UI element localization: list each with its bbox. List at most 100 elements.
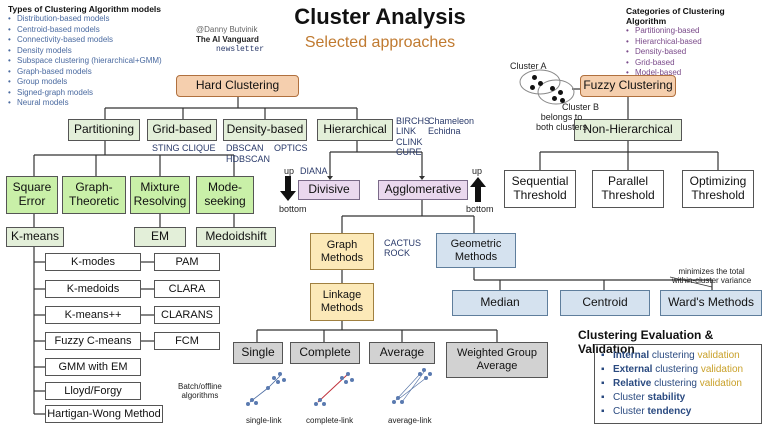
cluster-point xyxy=(530,85,535,90)
bottom-label-left: bottom xyxy=(279,204,307,214)
complete-link-label: complete-link xyxy=(306,416,354,425)
up-label-right: up xyxy=(472,166,483,176)
page-title: Cluster Analysis xyxy=(294,4,466,29)
up-label-left: up xyxy=(284,166,295,176)
single-link-illustration xyxy=(246,372,286,406)
bottom-label-right: bottom xyxy=(466,204,494,214)
sting-clique-label: STING CLIQUE xyxy=(152,143,216,153)
kmeans-variant-right: CLARANS xyxy=(154,306,220,324)
batch-offline-label: Batch/offline algorithms xyxy=(178,382,222,401)
evaluation-item: ▪Relative clustering validation xyxy=(601,378,742,389)
kmeans-variant: K-means++ xyxy=(45,306,141,324)
down-arrow-icon xyxy=(280,176,296,201)
mode-seeking-node: Mode-seeking xyxy=(196,176,254,214)
evaluation-item-bold: Relative xyxy=(613,378,652,389)
kmeans-variant: Lloyd/Forgy xyxy=(45,382,141,400)
chameleon-label: Chameleon Echidna xyxy=(428,116,475,137)
kmeans-variant-right: CLARA xyxy=(154,280,220,298)
evaluation-item-highlight: validation xyxy=(699,378,742,389)
legend-item: Centroid-based models xyxy=(8,25,198,36)
kmeans-variant: K-modes xyxy=(45,253,141,271)
credit: @Danny Butvinik The AI Vanguard newslett… xyxy=(196,25,264,55)
partitioning-node: Partitioning xyxy=(68,119,140,141)
evaluation-item-bold: Internal xyxy=(613,350,650,361)
evaluation-item: ▪Internal clustering validation xyxy=(601,350,740,361)
optics-label: OPTICS xyxy=(274,143,308,153)
legend-item: Connectivity-based models xyxy=(8,35,198,46)
left-legend-header: Types of Clustering Algorithm models xyxy=(8,4,162,14)
evaluation-item-highlight: tendency xyxy=(647,406,692,417)
graph-methods-node: Graph Methods xyxy=(310,233,374,270)
belongs-label: belongs to both clusters xyxy=(536,112,588,133)
density-based-node: Density-based xyxy=(223,119,307,141)
legend-item: Subspace clustering (hierarchical+GMM) xyxy=(8,56,198,67)
diana-label: DIANA xyxy=(300,166,328,176)
geometric-methods-node: Geometric Methods xyxy=(436,233,516,268)
kmeans-variant: K-medoids xyxy=(45,280,141,298)
complete-link-illustration xyxy=(314,372,354,406)
evaluation-item-bold: External xyxy=(613,364,653,375)
evaluation-item-text: Cluster xyxy=(613,392,648,403)
centroid-node: Centroid xyxy=(560,290,650,316)
page-subtitle: Selected approaches xyxy=(304,34,456,51)
evaluation-item-text: clustering xyxy=(649,350,698,361)
evaluation-item-text: clustering xyxy=(651,378,700,389)
hdbscan-label: HDBSCAN xyxy=(226,154,271,164)
evaluation-title: Clustering Evaluation & Validation xyxy=(578,328,714,356)
average-link-illustration xyxy=(392,368,432,404)
complete-node: Complete xyxy=(290,342,360,364)
single-link-label: single-link xyxy=(246,416,282,425)
legend-item: Neural models xyxy=(8,98,198,109)
up-arrow-icon xyxy=(470,177,486,202)
right-legend-list: Partitioning-based Hierarchical-based De… xyxy=(626,26,766,79)
evaluation-item-highlight: stability xyxy=(647,392,686,403)
cluster-point xyxy=(538,81,543,86)
cluster-point xyxy=(552,96,557,101)
legend-item: Model-based xyxy=(626,68,766,79)
mixture-resolving-node: Mixture Resolving xyxy=(130,176,190,214)
cluster-a-label: Cluster A xyxy=(510,61,547,71)
median-node: Median xyxy=(452,290,548,316)
kmeans-variant: Hartigan-Wong Method xyxy=(45,405,163,423)
legend-item: Group models xyxy=(8,77,198,88)
kmeans-variant-right: PAM xyxy=(154,253,220,271)
evaluation-item: ▪Cluster tendency xyxy=(601,406,692,417)
legend-item: Hierarchical-based xyxy=(626,37,766,48)
medoidshift-node: Medoidshift xyxy=(196,227,276,247)
evaluation-item-text: clustering xyxy=(652,364,701,375)
kmeans-node: K-means xyxy=(6,227,64,247)
credit-author: @Danny Butvinik xyxy=(196,25,258,34)
evaluation-item: ▪External clustering validation xyxy=(601,364,744,375)
grid-based-node: Grid-based xyxy=(147,119,217,141)
optimizing-threshold-node: Optimizing Threshold xyxy=(682,170,754,208)
cluster-point xyxy=(532,75,537,80)
weighted-group-average-node: Weighted Group Average xyxy=(446,342,548,378)
dbscan-label: DBSCAN xyxy=(226,143,264,153)
square-error-node: Square Error xyxy=(6,176,58,214)
evaluation-item-highlight: validation xyxy=(697,350,740,361)
birch-list-label: BIRCHS LINK CLINK CURE xyxy=(396,116,431,158)
legend-item: Density models xyxy=(8,46,198,57)
evaluation-box: ▪Internal clustering validation ▪Externa… xyxy=(594,344,762,424)
agglomerative-node: Agglomerative xyxy=(378,180,468,200)
evaluation-item: ▪Cluster stability xyxy=(601,392,686,403)
average-node: Average xyxy=(369,342,435,364)
left-legend: Types of Clustering Algorithm models Dis… xyxy=(8,4,198,109)
fuzzy-clustering-node: Fuzzy Clustering xyxy=(580,75,676,97)
right-legend: Categories of Clustering Algorithm Parti… xyxy=(626,6,766,79)
kmeans-variant: Fuzzy C-means xyxy=(45,332,141,350)
single-node: Single xyxy=(233,342,283,364)
kmeans-variant-right: FCM xyxy=(154,332,220,350)
cluster-point xyxy=(560,98,565,103)
linkage-methods-node: Linkage Methods xyxy=(310,283,374,321)
cluster-b-label: Cluster B xyxy=(562,102,600,112)
left-legend-list: Distribution-based models Centroid-based… xyxy=(8,14,198,109)
graph-theoretic-node: Graph-Theoretic xyxy=(62,176,126,214)
legend-item: Distribution-based models xyxy=(8,14,198,25)
evaluation-item-text: Cluster xyxy=(613,406,648,417)
legend-item: Grid-based xyxy=(626,58,766,69)
credit-newsletter-word: newsletter xyxy=(216,45,265,54)
cluster-point xyxy=(558,90,563,95)
minimizes-label: minimizes the total within-cluster varia… xyxy=(672,267,752,286)
legend-item: Signed-graph models xyxy=(8,88,198,99)
